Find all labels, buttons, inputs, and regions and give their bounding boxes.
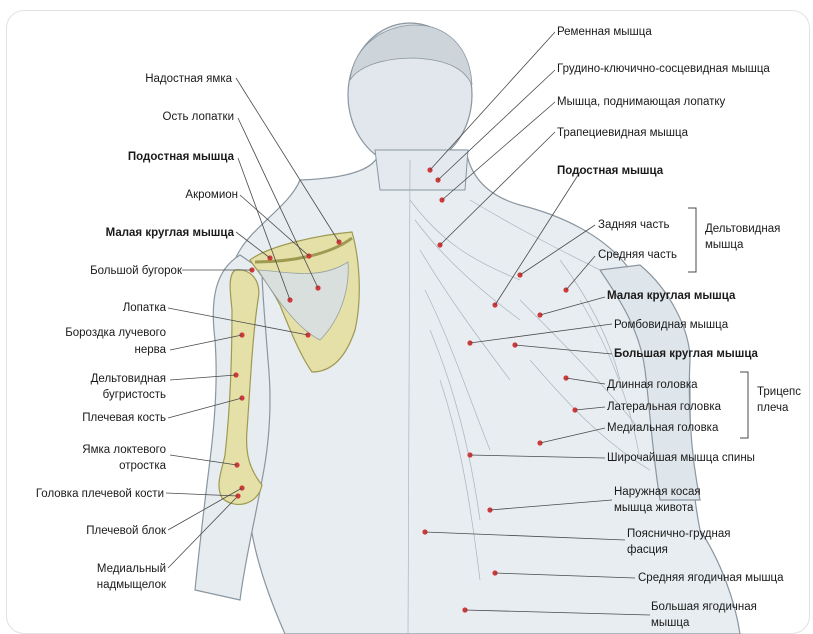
label-greater-tubercle: Большой бугорок [90, 264, 182, 278]
label-trochlea: Плечевой блок [86, 524, 166, 538]
label-long-head: Длинная головка [607, 378, 698, 392]
label-medial-epicondyle-2: надмыщелок [97, 578, 166, 592]
label-medial-head: Медиальная головка [607, 421, 718, 435]
label-thoracolumbar-2: фасция [627, 543, 668, 557]
label-external-oblique-2: мышца живота [614, 501, 693, 515]
label-deltoid-tuberosity-2: бугристость [103, 388, 166, 402]
label-scapular-spine: Ость лопатки [163, 110, 234, 124]
label-olecranon-fossa-2: отростка [119, 459, 166, 473]
label-middle-part: Средняя часть [598, 248, 677, 262]
label-deltoid-tuberosity-1: Дельтовидная [91, 372, 166, 386]
label-infraspinatus: Подостная мышца [128, 150, 234, 164]
label-levator-scapulae: Мышца, поднимающая лопатку [557, 95, 725, 109]
label-infraspinatus-right: Подостная мышца [557, 164, 663, 178]
label-deltoid-2: мышца [705, 238, 743, 252]
label-thoracolumbar-1: Пояснично-грудная [627, 527, 731, 541]
label-triceps-2: плеча [757, 401, 788, 415]
label-latissimus: Широчайшая мышца спины [607, 451, 755, 465]
label-radial-groove-2: нерва [134, 343, 166, 357]
label-gluteus-maximus-2: мышца [651, 616, 689, 630]
label-external-oblique-1: Наружная косая [614, 485, 701, 499]
label-rhomboid: Ромбовидная мышца [614, 318, 728, 332]
label-sternocleidomastoid: Грудино-ключично-сосцевидная мышца [557, 62, 770, 76]
label-humerus: Плечевая кость [82, 411, 166, 425]
label-humeral-head: Головка плечевой кости [36, 487, 164, 501]
label-trapezius: Трапециевидная мышца [557, 126, 688, 140]
label-teres-minor-right: Малая круглая мышца [607, 289, 735, 303]
label-triceps-1: Трицепс [757, 385, 801, 399]
neck [375, 150, 468, 190]
label-acromion: Акромион [185, 188, 238, 202]
label-radial-groove-1: Бороздка лучевого [65, 326, 166, 340]
label-gluteus-maximus-1: Большая ягодичная [651, 600, 757, 614]
label-teres-major: Большая круглая мышца [614, 347, 758, 361]
label-lateral-head: Латеральная головка [607, 400, 721, 414]
label-medial-epicondyle-1: Медиальный [97, 562, 166, 576]
label-posterior-part: Задняя часть [598, 218, 669, 232]
label-splenius: Ременная мышца [557, 25, 652, 39]
label-teres-minor-left: Малая круглая мышца [106, 226, 234, 240]
label-supraspinous-fossa: Надостная ямка [145, 72, 232, 86]
label-deltoid-1: Дельтовидная [705, 222, 780, 236]
label-olecranon-fossa-1: Ямка локтевого [82, 443, 166, 457]
label-scapula: Лопатка [123, 301, 166, 315]
label-gluteus-medius: Средняя ягодичная мышца [638, 571, 784, 585]
